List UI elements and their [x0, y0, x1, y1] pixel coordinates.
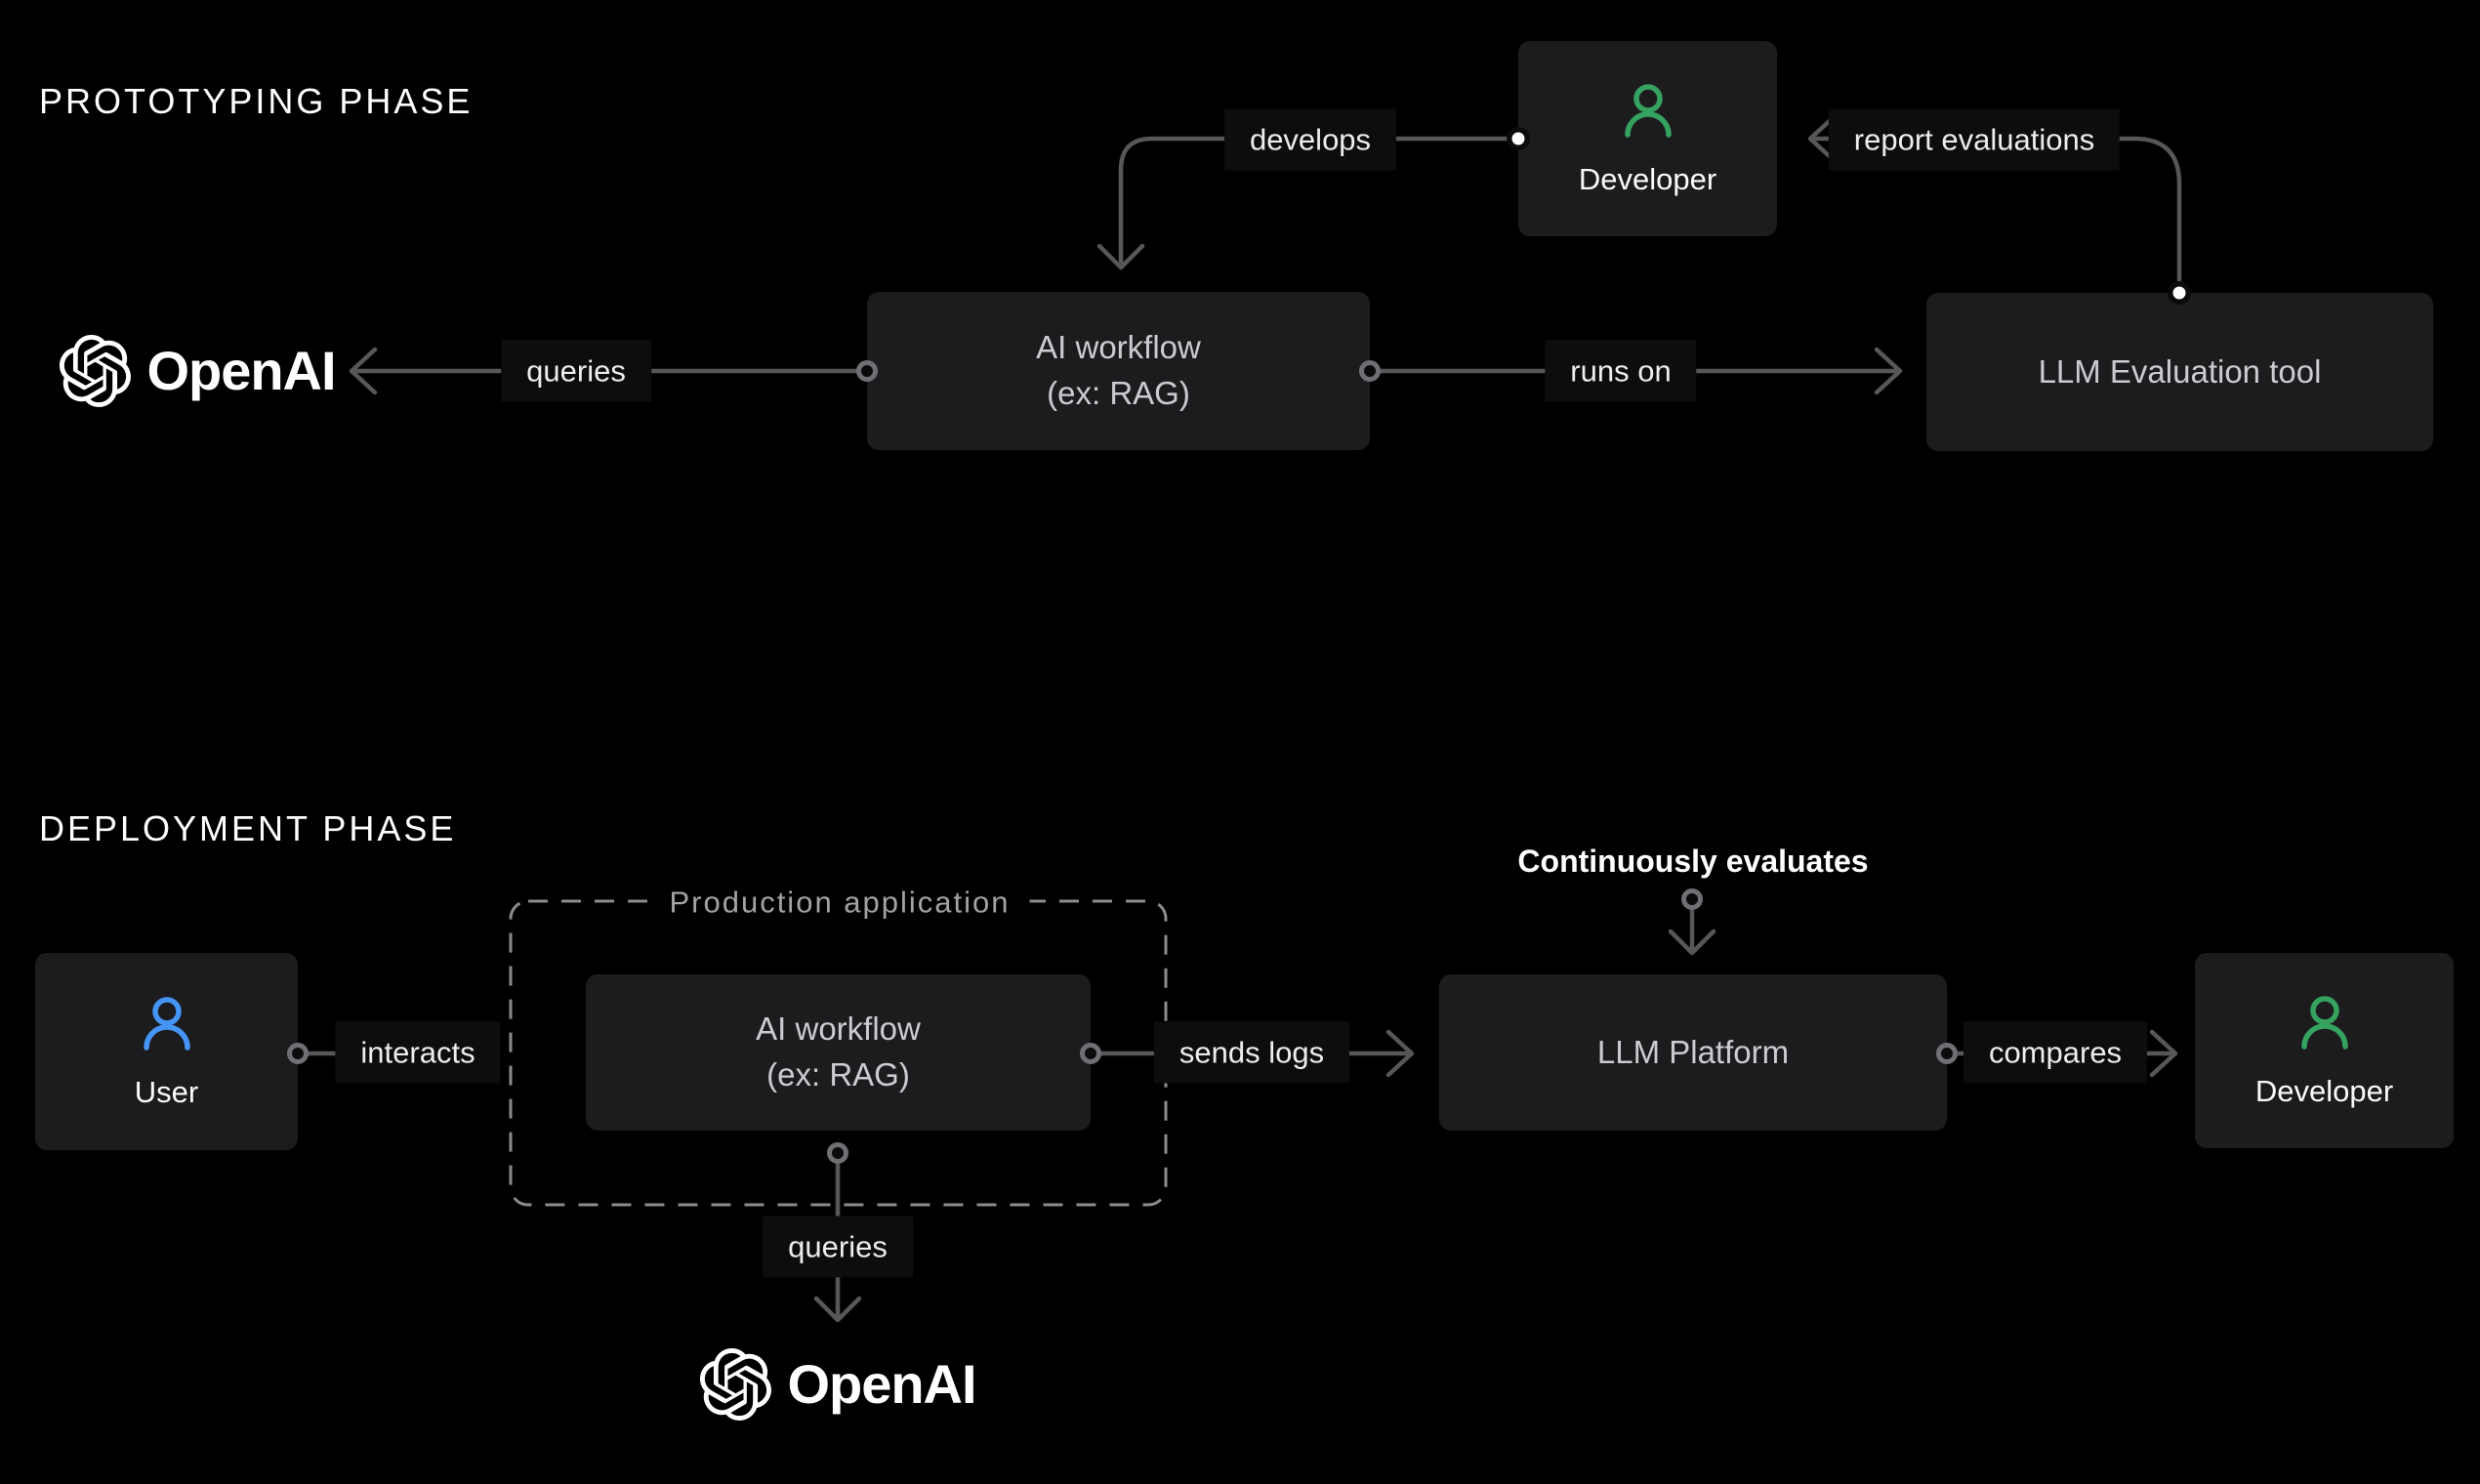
arrowhead-right-icon [1874, 347, 1903, 395]
node-label: LLM Evaluation tool [2038, 352, 2322, 390]
node-llm-platform: LLM Platform [1439, 974, 1947, 1131]
edge-label-interacts: interacts [335, 1021, 501, 1084]
continuously-evaluates-annotation: Continuously evaluates [1517, 844, 1869, 879]
node-label: LLM Platform [1596, 1033, 1790, 1070]
port-dot [827, 1142, 848, 1164]
edge-label-report-evaluations: report evaluations [1828, 108, 2121, 171]
node-label: Developer [1578, 161, 1717, 196]
node-sublabel: (ex: RAG) [1047, 375, 1190, 411]
node-label: AI workflow [756, 1010, 921, 1048]
edge-label-sends-logs: sends logs [1153, 1021, 1350, 1084]
arrowhead-right-icon [1385, 1029, 1415, 1078]
openai-logo-icon [699, 1348, 771, 1421]
user-icon [143, 996, 190, 1051]
edge-label-develops: develops [1223, 108, 1397, 171]
developer-icon [1624, 83, 1672, 138]
openai-logo-icon [59, 335, 131, 407]
edge-label-compares: compares [1963, 1021, 2148, 1084]
node-label: User [134, 1074, 199, 1109]
node-user: User [35, 953, 298, 1150]
node-llm-evaluation-tool: LLM Evaluation tool [1926, 293, 2433, 451]
node-ai-workflow-prototyping: AI workflow (ex: RAG) [867, 292, 1370, 450]
production-application-label: Production application [649, 881, 1030, 924]
node-developer-prototyping: Developer [1518, 41, 1777, 236]
edge-label-runs-on: runs on [1545, 340, 1697, 402]
edge-label-queries-bottom: queries [763, 1216, 913, 1278]
arrowhead-down-icon [1096, 243, 1145, 270]
node-label: AI workflow [1036, 329, 1201, 366]
openai-wordmark: OpenAI [787, 1353, 976, 1415]
node-sublabel: (ex: RAG) [766, 1056, 910, 1092]
node-label: Developer [2254, 1073, 2394, 1108]
edge-label-queries: queries [501, 340, 651, 402]
node-developer-deployment: Developer [2195, 953, 2454, 1148]
openai-logo-deployment: OpenAI [699, 1348, 977, 1421]
arrowhead-right-icon [2149, 1029, 2178, 1078]
prototyping-phase-title: PROTOTYPING PHASE [39, 81, 474, 121]
openai-wordmark: OpenAI [146, 340, 336, 401]
arrowhead-left-icon [349, 347, 378, 395]
arrowhead-down-icon [813, 1296, 862, 1323]
openai-logo-prototyping: OpenAI [59, 335, 337, 407]
deployment-phase-title: DEPLOYMENT PHASE [39, 808, 457, 848]
port-dot [1681, 888, 1703, 910]
node-ai-workflow-deployment: AI workflow (ex: RAG) [586, 974, 1091, 1131]
developer-icon [2300, 995, 2348, 1050]
arrowhead-down-icon [1668, 928, 1716, 956]
